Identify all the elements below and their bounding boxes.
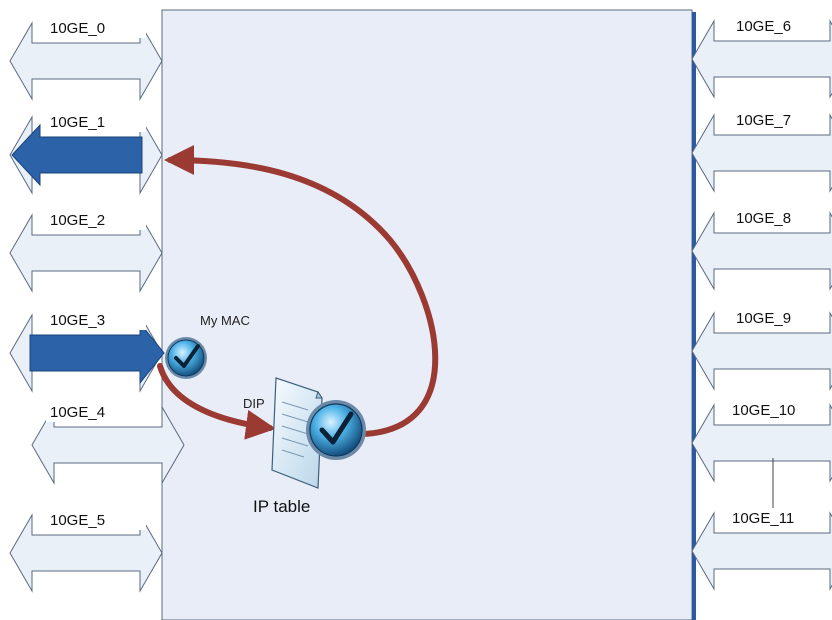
port-left-4: 10GE_4	[31, 400, 185, 485]
port-label-background	[728, 398, 824, 420]
port-double-arrow	[9, 213, 163, 293]
flow-path-return	[164, 145, 439, 437]
switch-panel-edge	[692, 12, 696, 620]
port-label: 10GE_8	[736, 210, 791, 227]
port-double-arrow	[9, 513, 163, 593]
port-double-arrow	[691, 311, 832, 391]
my-mac-label: My MAC	[200, 313, 250, 328]
port-label-background	[732, 206, 828, 228]
port-double-arrow	[691, 113, 832, 193]
port-double-arrow	[9, 21, 163, 101]
port-right-4: 10GE_10	[691, 398, 832, 483]
my-mac-checkmark-icon	[165, 337, 207, 379]
port-label: 10GE_6	[736, 18, 791, 35]
port-double-arrow	[691, 19, 832, 99]
port-right-3: 10GE_9	[691, 306, 832, 391]
port-label-background	[732, 14, 828, 36]
port-label-background	[46, 400, 146, 422]
dip-label: DIP	[243, 396, 265, 411]
port-label: 10GE_10	[732, 402, 795, 419]
port-label-background	[46, 208, 146, 230]
port-left-0: 10GE_0	[9, 16, 163, 101]
port-double-arrow	[691, 403, 832, 483]
port-label: 10GE_1	[50, 114, 105, 131]
right-ports: 10GE_6 10GE_7 10GE_8 10GE_9 10GE_10 10GE_11	[691, 14, 832, 591]
port-label: 10GE_9	[736, 310, 791, 327]
port-label-background	[46, 508, 146, 530]
port-right-1: 10GE_7	[691, 108, 832, 193]
port-label: 10GE_5	[50, 512, 105, 529]
port-label: 10GE_7	[736, 112, 791, 129]
port-label-background	[732, 108, 828, 130]
port-label: 10GE_11	[732, 510, 794, 527]
port-label: 10GE_4	[50, 404, 105, 421]
port-right-5: 10GE_11	[691, 506, 832, 591]
port-label-background	[732, 306, 828, 328]
left-ports: 10GE_0 10GE_1 10GE_2 10GE_3 10GE_4 10GE_5	[9, 16, 185, 593]
port-right-2: 10GE_8	[691, 206, 832, 291]
port-right-0: 10GE_6	[691, 14, 832, 99]
port-label-background	[46, 308, 146, 330]
port-label: 10GE_3	[50, 312, 105, 329]
port-ingress-arrow	[29, 321, 165, 385]
port-double-arrow	[691, 511, 832, 591]
port-left-3: 10GE_3	[9, 308, 165, 393]
ip-table-label: IP table	[253, 497, 310, 516]
port-label-background	[46, 16, 146, 38]
port-label: 10GE_2	[50, 212, 105, 229]
port-label-background	[728, 506, 824, 528]
port-label-background	[46, 110, 146, 132]
port-double-arrow	[691, 211, 832, 291]
port-left-1: 10GE_1	[9, 110, 163, 195]
port-left-2: 10GE_2	[9, 208, 163, 293]
port-label: 10GE_0	[50, 20, 105, 37]
port-left-5: 10GE_5	[9, 508, 163, 593]
flow-path-ingress	[157, 363, 276, 440]
port-egress-arrow	[11, 123, 143, 187]
ip-table-checkmark-icon	[306, 400, 366, 460]
